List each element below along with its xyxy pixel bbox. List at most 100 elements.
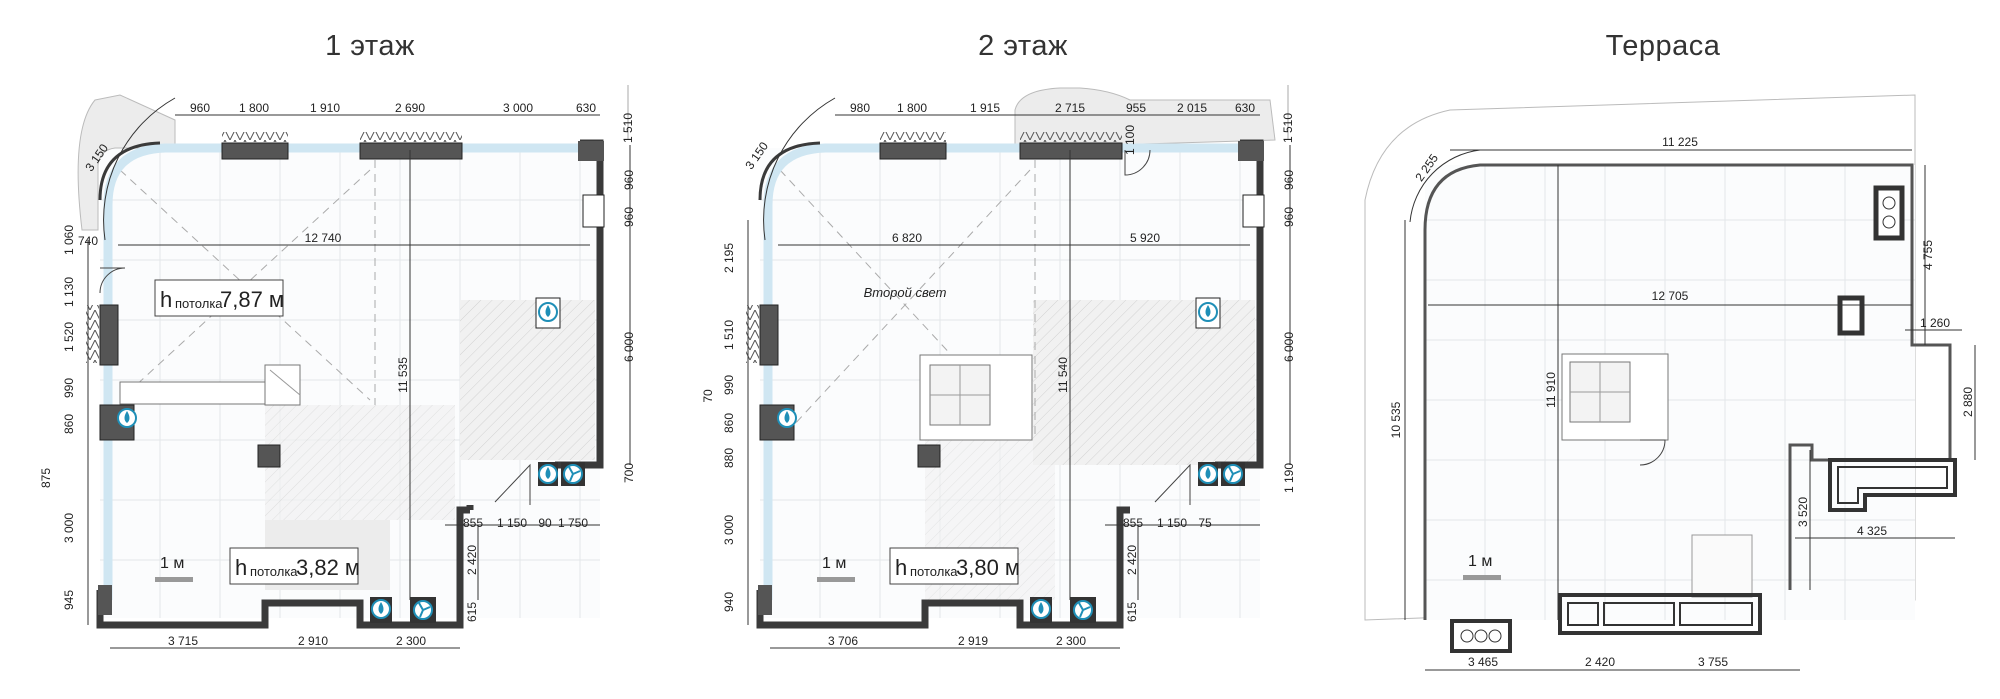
floor-1-water-icon: [538, 302, 558, 322]
terrace-chimney-1: [1873, 185, 1905, 241]
dim-text: 1 910: [310, 101, 340, 115]
dim-text: 11 540: [1056, 357, 1070, 393]
dim-text: 90: [538, 516, 552, 530]
terrace-skylight: [1691, 534, 1753, 598]
terrace-plan: 11 225 2 255 12 705 11 910 10 535 4 755 …: [1364, 94, 1976, 671]
svg-text:7,87 м: 7,87 м: [220, 287, 284, 312]
floor-2-wall-blocks: [758, 141, 1264, 615]
dim-text: 1 060: [62, 225, 76, 255]
floor-1-ceiling-high: h потолка 7,87 м: [154, 279, 284, 317]
dim-text: 1 915: [970, 101, 1000, 115]
floor-2-door: [1124, 149, 1151, 176]
floor-2-title: 2 этаж: [978, 30, 1068, 62]
dim-text: 2 300: [396, 634, 426, 648]
dim-text: 10 535: [1389, 401, 1403, 438]
floor-1-scale-bar: 1 м: [155, 555, 193, 582]
dim-text: 3 520: [1796, 497, 1810, 527]
terrace-grid: [1425, 165, 1915, 620]
dim-text: 940: [722, 592, 736, 612]
dim-text: 955: [1126, 101, 1146, 115]
dim-text: 1 800: [897, 101, 927, 115]
dim-text: 1 260: [1920, 316, 1950, 330]
dim-text: 1 100: [1123, 125, 1137, 155]
terrace-chimney-3: [1450, 619, 1512, 653]
terrace-title: Терраса: [1605, 30, 1721, 62]
dim-text: 875: [39, 468, 53, 488]
floor-2-scale-bar: 1 м: [817, 555, 855, 582]
dim-text: 860: [62, 414, 76, 434]
svg-text:h: h: [160, 287, 172, 312]
floor-2-fan-icon-2: [1070, 597, 1096, 623]
floor-1-title: 1 этаж: [325, 30, 415, 62]
dim-text: 990: [722, 375, 736, 395]
dim-text: 960: [1282, 207, 1296, 227]
svg-text:потолка: потолка: [910, 564, 958, 579]
floor-2-water-icon: [1198, 302, 1218, 322]
dim-text: 2 880: [1961, 387, 1975, 417]
terrace-planter-bottom: [1558, 593, 1762, 635]
svg-text:1 м: 1 м: [822, 555, 846, 572]
floor-2-glazing: [763, 143, 1240, 600]
floor-1-water-icon-4: [370, 597, 392, 623]
dim-text: 6 820: [892, 231, 922, 245]
dim-text: 1 520: [62, 322, 76, 352]
second-light-label: Второй свет: [864, 285, 947, 300]
dim-text: 740: [78, 234, 98, 248]
dim-text: 855: [1123, 516, 1143, 530]
dim-text: 3 465: [1468, 655, 1498, 669]
dim-text: 615: [465, 602, 479, 622]
dim-text: 6 000: [622, 332, 636, 362]
dim-text: 6 000: [1282, 332, 1296, 362]
dim-text: 2 910: [298, 634, 328, 648]
dim-text: 2 420: [1585, 655, 1615, 669]
floor-1-water-icon-2: [117, 408, 137, 428]
dim-text: 860: [722, 413, 736, 433]
dim-text: 5 920: [1130, 231, 1160, 245]
svg-text:потолка: потолка: [250, 564, 298, 579]
terrace-chimney-2: [1837, 295, 1865, 336]
dim-text: 960: [1282, 170, 1296, 190]
dim-text: 70: [701, 389, 715, 403]
dim-text: 960: [190, 101, 210, 115]
dim-text: 11 225: [1662, 135, 1698, 149]
floor-1-plan: 960 1 800 1 910 2 690 3 000 630 1 510 96…: [39, 85, 636, 649]
dim-text: 75: [1198, 516, 1212, 530]
terrace-stair: [1561, 353, 1669, 441]
dim-text: 630: [576, 101, 596, 115]
floor-1-ceiling-low: h потолка 3,82 м: [229, 547, 360, 585]
dim-text: 11 910: [1544, 372, 1558, 408]
dim-text: 1 130: [62, 277, 76, 307]
dim-text: 2 919: [958, 634, 988, 648]
floor-2-fan-icon: [1221, 462, 1245, 486]
floor-1-stair: [119, 364, 301, 406]
dim-text: 11 535: [396, 357, 410, 393]
floor-1-wall-blocks: [98, 141, 604, 615]
floor-2-void-lines: [779, 160, 1036, 441]
dim-text: 615: [1125, 602, 1139, 622]
dim-text: 1 800: [239, 101, 269, 115]
dim-text: 990: [62, 378, 76, 398]
dim-text: 980: [850, 101, 870, 115]
dim-text: 2 420: [465, 545, 479, 575]
terrace-scale-bar: 1 м: [1463, 553, 1501, 580]
dim-text: 3 000: [62, 513, 76, 543]
floor-1-glazing: [103, 143, 580, 600]
dim-text: 1 150: [497, 516, 527, 530]
dim-text: 1 510: [621, 113, 635, 143]
terrace-door: [1639, 439, 1666, 466]
floor-1-door: [99, 267, 126, 294]
dim-text: 1 150: [1157, 516, 1187, 530]
dim-text: 855: [463, 516, 483, 530]
dim-text: 630: [1235, 101, 1255, 115]
floor-1-dim-lines: [87, 85, 631, 649]
svg-text:потолка: потолка: [175, 296, 223, 311]
svg-text:1 м: 1 м: [1468, 553, 1492, 570]
svg-text:h: h: [895, 555, 907, 580]
dim-text: 3 000: [503, 101, 533, 115]
svg-text:h: h: [235, 555, 247, 580]
floor-2-water-icon-2: [777, 408, 797, 428]
dim-text: 4 325: [1857, 524, 1887, 538]
dim-text: 2 690: [395, 101, 425, 115]
dim-text: 2 015: [1177, 101, 1207, 115]
dim-text: 1 190: [1282, 463, 1296, 493]
